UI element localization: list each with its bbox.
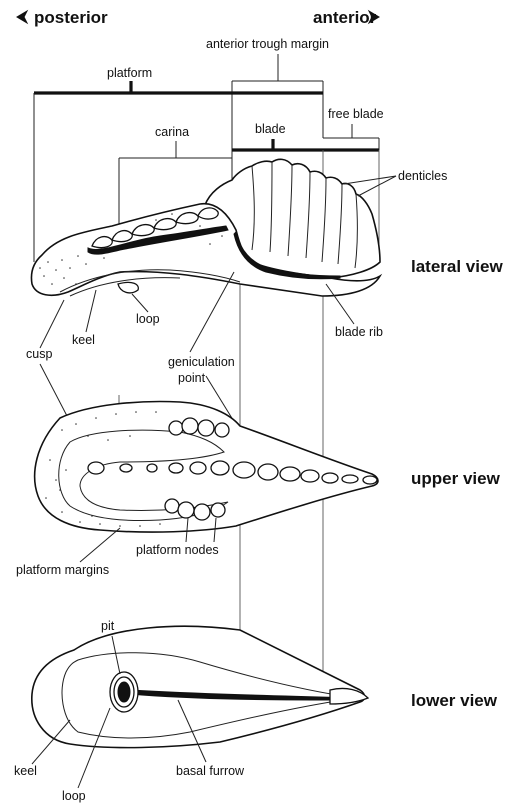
direction-header: posterior anterior	[17, 8, 379, 27]
lower-outline	[32, 626, 365, 747]
loop-label: loop	[136, 312, 160, 326]
lateral-view-specimen	[31, 159, 380, 296]
blade-label: blade	[255, 122, 286, 136]
upper-view-title: upper view	[411, 469, 501, 488]
platform-nodes-label: platform nodes	[136, 543, 219, 557]
keel-lower-label: keel	[14, 764, 37, 778]
platform-label: platform	[107, 66, 152, 80]
carina-label: carina	[155, 125, 189, 139]
lateral-loop	[118, 282, 138, 292]
geniculation-label-line2: point	[178, 371, 206, 385]
pit-label: pit	[101, 619, 115, 633]
lateral-view-title: lateral view	[411, 257, 503, 276]
basal-furrow-label: basal furrow	[176, 764, 245, 778]
geniculation-label-line1: geniculation	[168, 355, 235, 369]
blade-rib-label: blade rib	[335, 325, 383, 339]
upper-view-specimen	[35, 402, 378, 533]
anterior-label: anterior	[313, 8, 377, 27]
left-arrowhead-icon	[17, 11, 27, 23]
cusp-label: cusp	[26, 347, 52, 361]
keel-label: keel	[72, 333, 95, 347]
platform-margins-label: platform margins	[16, 563, 109, 577]
lower-view-specimen	[32, 626, 368, 747]
free-blade-label: free blade	[328, 107, 384, 121]
posterior-label: posterior	[34, 8, 108, 27]
loop-lower-label: loop	[62, 789, 86, 803]
anterior-trough-margin-label: anterior trough margin	[206, 37, 329, 51]
lower-view-title: lower view	[411, 691, 498, 710]
denticles-label: denticles	[398, 169, 447, 183]
